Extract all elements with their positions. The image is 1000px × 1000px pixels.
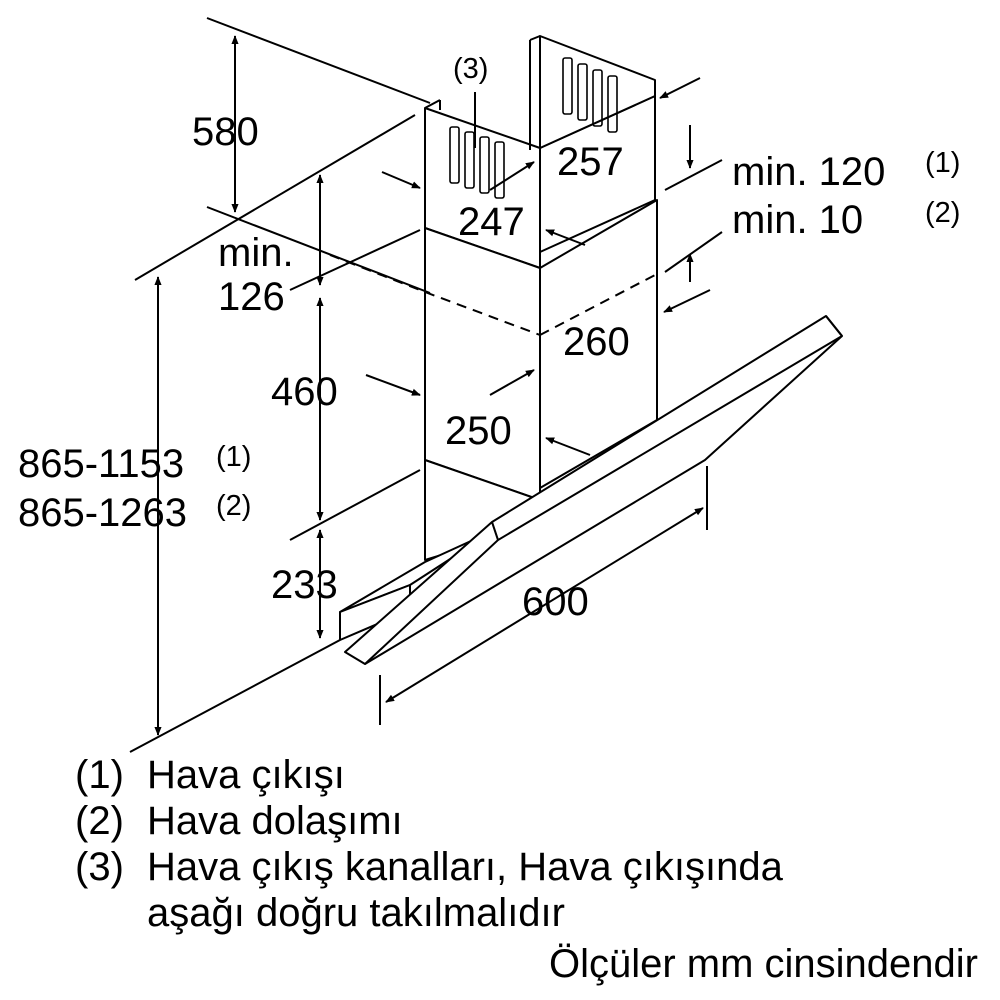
- dim-600-label: 600: [522, 580, 589, 624]
- legend-item-1-number: (1): [75, 753, 124, 797]
- dim-250-label: 250: [445, 409, 512, 453]
- legend-item-1: (1) Hava çıkışı: [75, 752, 345, 798]
- min-126-label-line1: min.: [218, 231, 294, 275]
- min-120-note: (1): [925, 147, 960, 179]
- legend-item-2: (2) Hava dolaşımı: [75, 798, 403, 844]
- lower-chimney-left-face: [424, 227, 541, 501]
- legend-item-3-continued: aşağı doğru takılmalıdır: [75, 890, 565, 936]
- dim-260-label: 260: [563, 320, 630, 364]
- legend-item-3-text: Hava çıkış kanalları, Hava çıkışında: [147, 845, 783, 889]
- legend-item-2-number: (2): [75, 799, 124, 843]
- dim-580-label: 580: [192, 110, 259, 154]
- total-height-2-note: (2): [216, 490, 251, 522]
- legend-item-3-continued-text: aşağı doğru takılmalıdır: [147, 891, 565, 935]
- callout-3-label: (3): [453, 53, 488, 85]
- dim-257-label: 257: [557, 140, 624, 184]
- total-height-1-note: (1): [216, 441, 251, 473]
- upper-chimney: [424, 35, 656, 269]
- dim-460-label: 460: [271, 370, 338, 414]
- dimension-lines: [129, 17, 723, 753]
- min-10-note: (2): [925, 197, 960, 229]
- min-120-label: min. 120: [732, 150, 885, 194]
- total-height-1-label: 865-1153: [18, 442, 184, 486]
- upper-chimney-side-flap: [539, 35, 656, 149]
- dim-247-label: 247: [458, 200, 525, 244]
- total-height-2-label: 865-1263: [18, 491, 187, 535]
- legend-item-1-text: Hava çıkışı: [147, 753, 345, 797]
- dim-233-label: 233: [271, 563, 338, 607]
- legend-item-3: (3) Hava çıkış kanalları, Hava çıkışında: [75, 844, 783, 890]
- dimension-labels: 580 (3) 257 247 min. 120 (1) min. 10 (2)…: [18, 53, 960, 624]
- units-note: Ölçüler mm cinsindendir: [548, 942, 978, 986]
- lower-chimney: [329, 199, 658, 501]
- min-10-label: min. 10: [732, 198, 863, 242]
- vent-slots-left: [449, 126, 505, 199]
- min-126-label-line2: 126: [218, 275, 285, 319]
- legend-item-3-number: (3): [75, 845, 124, 889]
- vent-slots-right: [562, 57, 618, 133]
- legend-item-2-text: Hava dolaşımı: [147, 799, 403, 843]
